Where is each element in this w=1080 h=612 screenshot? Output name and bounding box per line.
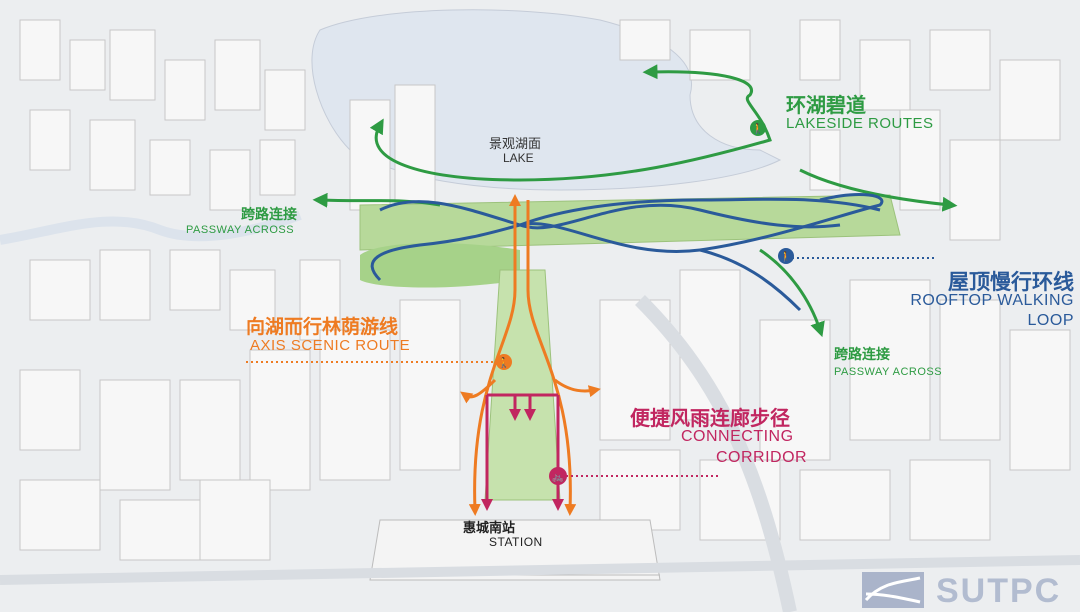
passway-right <box>759 248 825 338</box>
axis-route-label-cn: 向湖而行林荫游线 <box>246 316 399 338</box>
axis-route-label-en: AXIS SCENIC ROUTE <box>250 337 411 354</box>
buildings-right <box>599 19 1071 541</box>
rooftop-loop-label-en-line1: ROOFTOP WALKING <box>910 292 1074 309</box>
rooftop-loop-label-cn: 屋顶慢行环线 <box>948 270 1074 294</box>
rooftop-loop-label-en-line2: LOOP <box>1027 312 1074 329</box>
svg-text:🚶: 🚶 <box>498 356 510 369</box>
passway-left-label-cn: 跨路连接 <box>241 207 297 223</box>
passway-left-label-en: PASSWAY ACROSS <box>186 224 295 236</box>
lakeside-route <box>369 64 772 182</box>
passway-right-label-cn: 跨路连接 <box>834 347 890 363</box>
lake-label-en: LAKE <box>503 151 534 165</box>
road-bottom <box>0 555 1080 585</box>
walker-icon: 🚶 <box>778 248 794 264</box>
buildings-left <box>19 19 461 561</box>
station-label-en: STATION <box>489 535 543 549</box>
river <box>0 210 302 245</box>
svg-text:🚲: 🚲 <box>552 472 564 483</box>
corridor-label-en-line1: CONNECTING <box>681 428 794 445</box>
lakeside-to-right <box>799 168 958 212</box>
corridor-label-cn: 便捷风雨连廊步径 <box>630 406 790 430</box>
roof-park-left <box>360 243 520 288</box>
svg-text:🚶: 🚶 <box>752 122 764 135</box>
axis-route <box>460 194 601 516</box>
walker-icon: 🚶 <box>496 354 512 370</box>
passway-right-label-en: PASSWAY ACROSS <box>834 366 943 378</box>
lakeside-routes-label-en: LAKESIDE ROUTES <box>786 115 934 132</box>
cyclist-icon: 🚲 <box>549 467 567 485</box>
corridor-label-en-line2: CORRIDOR <box>716 449 808 466</box>
lakeside-routes-label-cn: 环湖碧道 <box>786 93 866 117</box>
sutpc-logo-text: SUTPC <box>936 572 1062 610</box>
rooftop-loop <box>370 193 884 312</box>
lake-label-cn: 景观湖面 <box>489 137 542 152</box>
sutpc-logo-icon <box>862 572 924 608</box>
station-label-cn: 惠城南站 <box>463 521 516 536</box>
road-right <box>635 295 797 612</box>
svg-text:🚶: 🚶 <box>780 250 792 263</box>
walker-icon: 🚶 <box>750 120 766 136</box>
corridor-route <box>481 393 564 511</box>
